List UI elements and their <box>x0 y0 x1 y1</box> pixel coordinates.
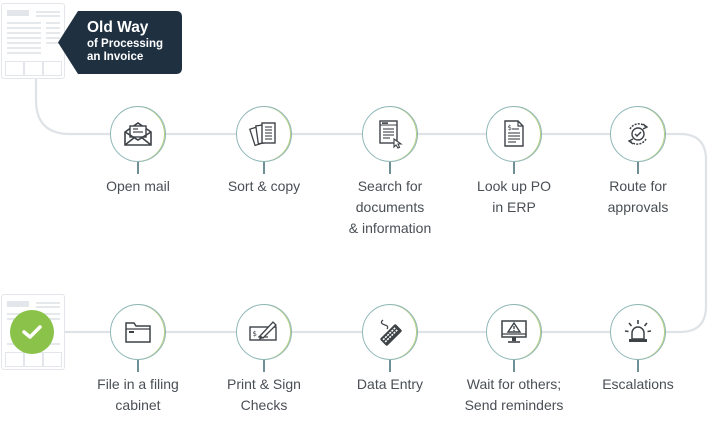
step-label: Open mail <box>106 178 170 194</box>
keyboard-icon <box>380 319 402 346</box>
check-signing-icon: $ <box>249 321 277 341</box>
step-label: Escalations <box>602 376 674 392</box>
svg-text:$: $ <box>508 124 512 132</box>
page-title: Old Way of Processing an Invoice <box>87 19 164 63</box>
envelope-icon <box>124 122 152 146</box>
checkmark-complete-icon <box>10 310 54 354</box>
documents-stack-icon <box>249 122 276 147</box>
folder-icon <box>125 322 151 343</box>
approval-cycle-icon <box>627 123 649 145</box>
start-invoice-document-icon <box>1 3 65 79</box>
search-document-icon <box>379 120 403 149</box>
monitor-warning-icon <box>501 320 527 343</box>
invoice-document-icon: $ <box>504 120 524 147</box>
step-label: Data Entry <box>356 376 424 392</box>
step-label: Sort & copy <box>227 178 301 194</box>
step-label: Wait for others;Send reminders <box>464 376 564 413</box>
svg-text:$: $ <box>253 330 257 338</box>
title-tag: Old Way of Processing an Invoice <box>58 11 182 74</box>
alarm-siren-icon <box>624 320 652 342</box>
